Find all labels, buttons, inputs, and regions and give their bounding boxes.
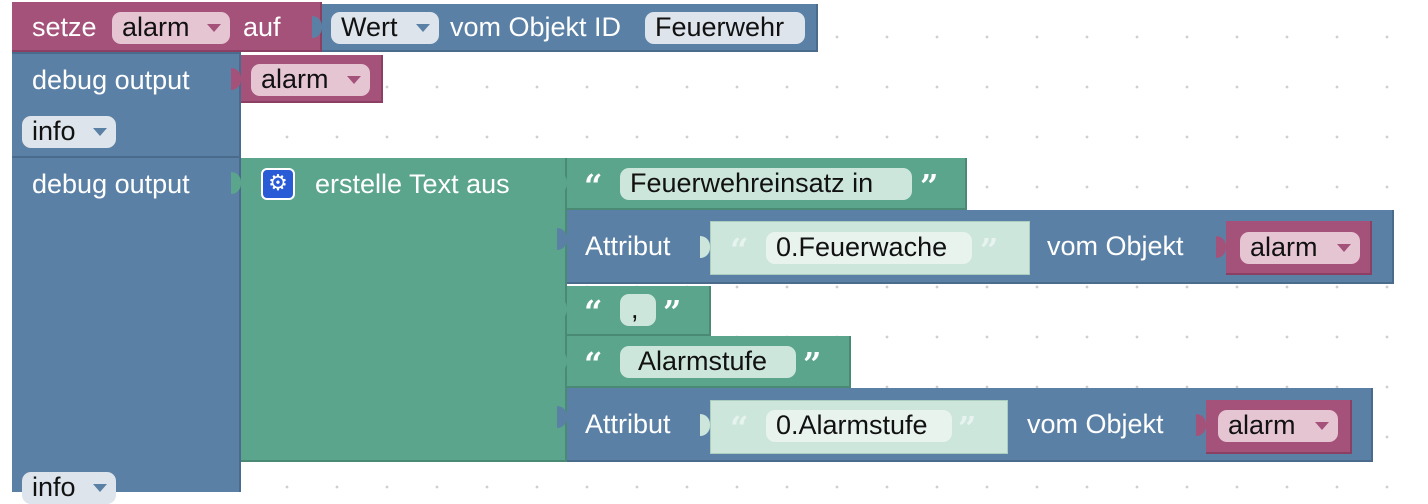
quote-close-icon: ” (663, 293, 682, 331)
text-field-3[interactable]: Alarmstufe (620, 346, 796, 378)
input-notch (1196, 414, 1206, 436)
property-dropdown[interactable]: Wert (331, 12, 439, 44)
quote-close-icon: ” (980, 231, 999, 269)
block-divider (12, 156, 241, 158)
quote-close-icon: ” (958, 409, 977, 447)
set-to-label: auf (243, 12, 281, 42)
chevron-down-icon (1337, 244, 1351, 252)
attribute-label-2: Attribut (585, 409, 671, 439)
quote-open-icon: “ (730, 409, 749, 447)
input-notch (231, 68, 241, 90)
chevron-down-icon (1315, 422, 1329, 430)
attribute-label-1: Attribut (585, 231, 671, 261)
text-field-1[interactable]: Feuerwehreinsatz in (620, 168, 912, 200)
input-notch (557, 406, 567, 428)
attribute-variable-dropdown-1[interactable]: alarm (1240, 232, 1360, 264)
object-id-field[interactable]: Feuerwehr (645, 12, 805, 44)
input-notch (700, 236, 710, 258)
debug-output-label-2: debug output (32, 169, 190, 199)
input-notch (557, 298, 567, 320)
attribute-variable-dropdown-2[interactable]: alarm (1218, 410, 1338, 442)
input-notch (1216, 236, 1226, 258)
log-level-dropdown[interactable]: info (22, 116, 116, 148)
chevron-down-icon (416, 24, 430, 32)
log-level-dropdown-2[interactable]: info (22, 472, 116, 504)
input-notch (231, 172, 241, 194)
quote-open-icon: “ (584, 167, 603, 205)
gear-icon[interactable]: ⚙ (261, 168, 295, 200)
chevron-down-icon (347, 76, 361, 84)
input-notch (557, 172, 567, 194)
debug-output-label-1: debug output (32, 65, 190, 95)
debug-variable-dropdown[interactable]: alarm (251, 64, 370, 96)
attribute-object-label-2: vom Objekt (1027, 409, 1164, 439)
input-notch (557, 350, 567, 372)
set-label: setze (32, 12, 97, 42)
quote-open-icon: “ (584, 345, 603, 383)
attribute-name-field-2[interactable]: 0.Alarmstufe (766, 410, 952, 442)
chevron-down-icon (207, 24, 221, 32)
chevron-down-icon (93, 484, 107, 492)
quote-open-icon: “ (584, 293, 603, 331)
object-id-label: vom Objekt ID (450, 12, 622, 42)
set-variable-dropdown[interactable]: alarm (112, 12, 230, 44)
attribute-name-field-1[interactable]: 0.Feuerwache (766, 232, 972, 264)
quote-open-icon: “ (730, 231, 749, 269)
input-notch (557, 228, 567, 250)
quote-close-icon: ” (803, 345, 822, 383)
attribute-object-label-1: vom Objekt (1047, 231, 1184, 261)
chevron-down-icon (93, 128, 107, 136)
text-field-2[interactable]: , (620, 294, 656, 326)
quote-close-icon: ” (920, 167, 939, 205)
input-notch (312, 16, 322, 38)
join-text-block[interactable] (241, 158, 567, 462)
input-notch (700, 414, 710, 436)
join-label: erstelle Text aus (315, 169, 510, 199)
